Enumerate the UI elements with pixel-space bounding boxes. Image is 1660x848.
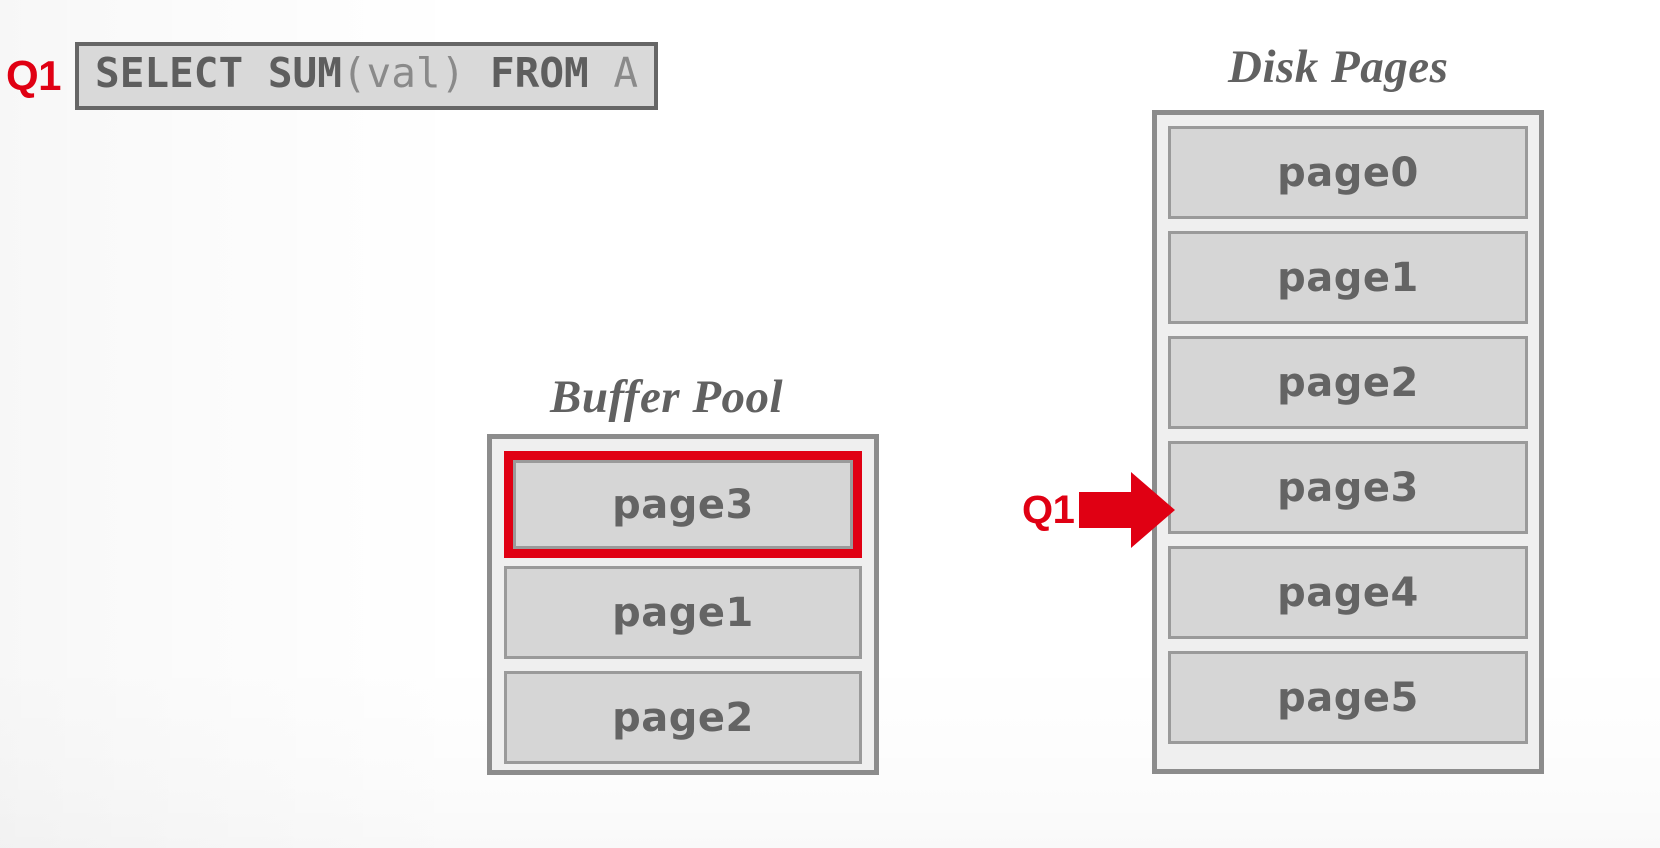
- buffer-page-label-0: page3: [612, 481, 754, 528]
- query-statement-row: Q1 SELECT SUM(val) FROM A: [6, 42, 659, 110]
- sql-table-a: A: [613, 49, 639, 97]
- fetch-arrow-group: Q1: [1022, 470, 1176, 550]
- disk-page-label-0: page0: [1277, 149, 1419, 196]
- sql-column-val: (val): [341, 49, 466, 97]
- buffer-page-frame-0[interactable]: page3: [504, 451, 862, 558]
- disk-pages-title: Disk Pages: [1228, 41, 1449, 93]
- sql-keyword-select-sum: SELECT SUM: [95, 49, 342, 97]
- right-arrow-icon: [1079, 472, 1176, 548]
- sql-query-box: SELECT SUM(val) FROM A: [75, 42, 659, 110]
- disk-page-label-5: page5: [1277, 674, 1419, 721]
- disk-page-frame-0[interactable]: page0: [1168, 126, 1528, 219]
- disk-page-frame-4[interactable]: page4: [1168, 546, 1528, 639]
- disk-page-frame-1[interactable]: page1: [1168, 231, 1528, 324]
- fetch-arrow-label-q1: Q1: [1022, 488, 1075, 532]
- buffer-pool-panel: page3 page1 page2: [487, 434, 879, 775]
- disk-page-frame-3[interactable]: page3: [1168, 441, 1528, 534]
- buffer-page-label-1: page1: [612, 589, 754, 636]
- sql-keyword-from: FROM: [465, 49, 614, 97]
- disk-page-label-3: page3: [1277, 464, 1419, 511]
- disk-page-frame-5[interactable]: page5: [1168, 651, 1528, 744]
- buffer-page-label-2: page2: [612, 694, 754, 741]
- query-label-q1: Q1: [6, 51, 62, 99]
- disk-page-label-2: page2: [1277, 359, 1419, 406]
- disk-page-frame-2[interactable]: page2: [1168, 336, 1528, 429]
- buffer-pool-title: Buffer Pool: [550, 371, 784, 423]
- buffer-page-frame-2[interactable]: page2: [504, 671, 862, 764]
- disk-pages-panel: page0 page1 page2 page3 page4 page5: [1152, 110, 1544, 774]
- disk-page-label-4: page4: [1277, 569, 1419, 616]
- buffer-page-frame-1[interactable]: page1: [504, 566, 862, 659]
- disk-page-label-1: page1: [1277, 254, 1419, 301]
